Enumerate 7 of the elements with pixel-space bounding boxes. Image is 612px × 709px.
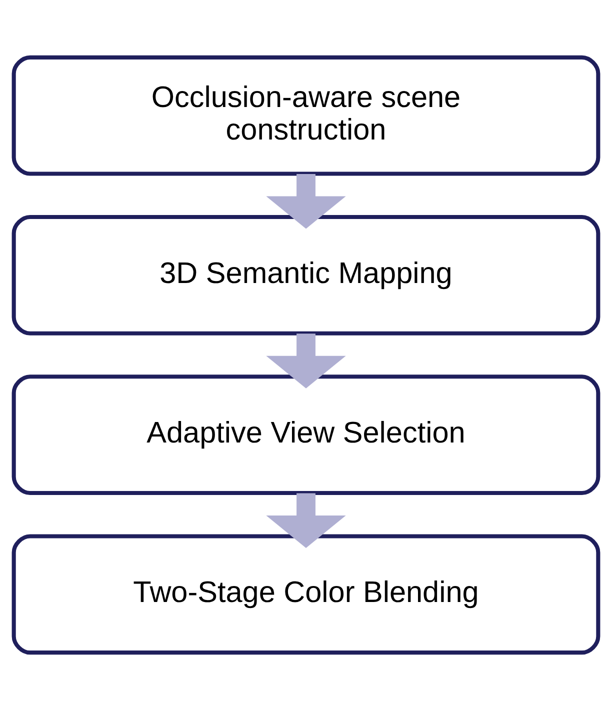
node-box: Two-Stage Color Blending	[12, 534, 600, 654]
node-box: Adaptive View Selection	[12, 374, 600, 494]
arrow	[266, 492, 346, 548]
node-box: 3D Semantic Mapping	[12, 214, 600, 335]
arrow	[266, 174, 346, 228]
arrow	[266, 333, 346, 388]
node-box: Occlusion-aware scene construction	[12, 54, 600, 176]
